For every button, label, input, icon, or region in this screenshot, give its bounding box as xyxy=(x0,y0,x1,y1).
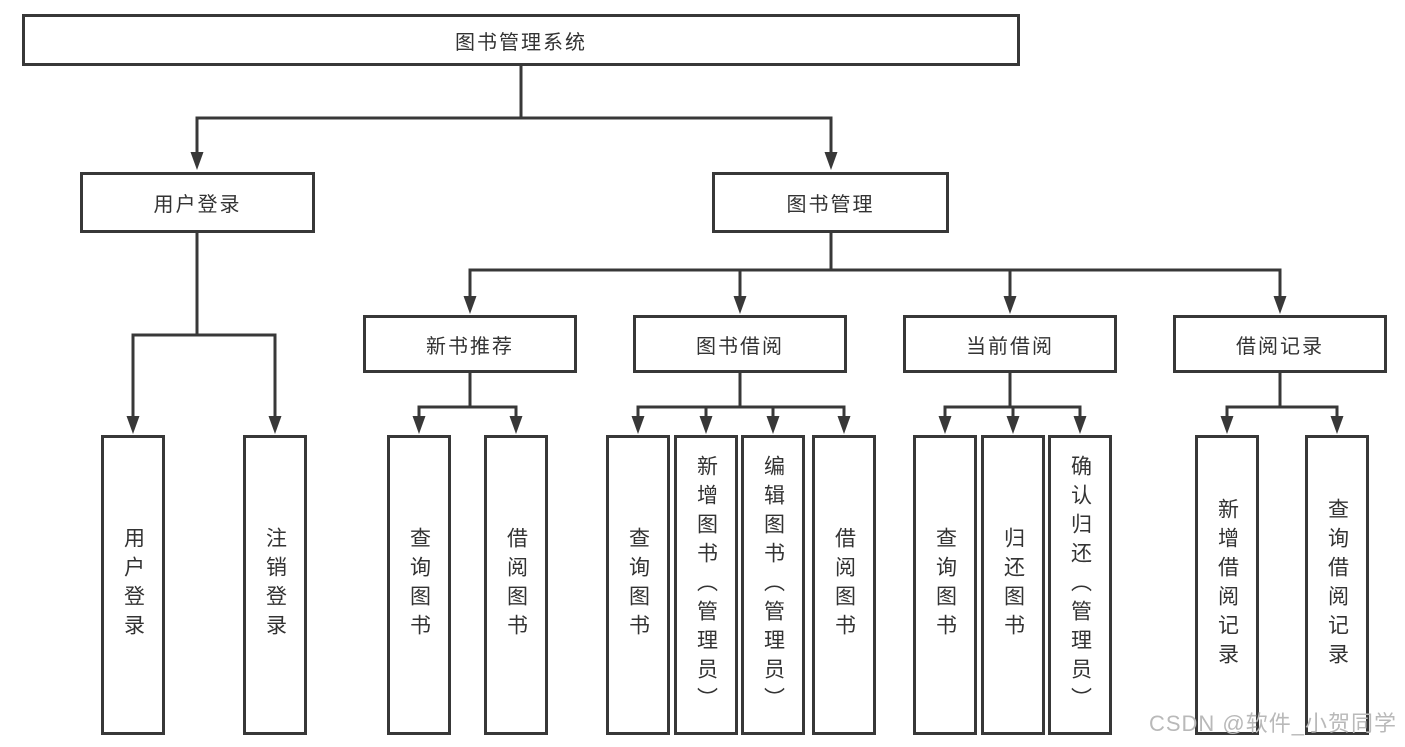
leaf-logout: 注销登录 xyxy=(243,435,307,735)
node-borrow-record: 借阅记录 xyxy=(1173,315,1387,373)
connector-current-borrow-children xyxy=(938,372,1087,434)
node-user-login: 用户登录 xyxy=(80,172,315,233)
connector-user-login-children xyxy=(126,232,282,434)
leaf-query-borrow-record: 查询借阅记录 xyxy=(1305,435,1369,735)
leaf-query-books-current: 查询图书 xyxy=(913,435,977,735)
leaf-borrow-books-recommend: 借阅图书 xyxy=(484,435,548,735)
connector-borrow-record-children xyxy=(1220,372,1344,434)
connector-new-book-recommend-children xyxy=(412,372,523,434)
node-current-borrow: 当前借阅 xyxy=(903,315,1117,373)
node-book-management: 图书管理 xyxy=(712,172,949,233)
connector-book-management-children xyxy=(463,232,1287,314)
connector-book-borrow-children xyxy=(631,372,851,434)
leaf-user-login: 用户登录 xyxy=(101,435,165,735)
leaf-add-book-admin: 新增图书（管理员） xyxy=(674,435,738,735)
leaf-query-books-borrow: 查询图书 xyxy=(606,435,670,735)
leaf-add-borrow-record: 新增借阅记录 xyxy=(1195,435,1259,735)
node-book-borrow: 图书借阅 xyxy=(633,315,847,373)
leaf-return-books: 归还图书 xyxy=(981,435,1045,735)
leaf-borrow-books: 借阅图书 xyxy=(812,435,876,735)
node-root-library-system: 图书管理系统 xyxy=(22,14,1020,66)
connector-root-to-level2 xyxy=(190,65,838,170)
node-new-book-recommend: 新书推荐 xyxy=(363,315,577,373)
leaf-query-books-recommend: 查询图书 xyxy=(387,435,451,735)
leaf-edit-book-admin: 编辑图书（管理员） xyxy=(741,435,805,735)
csdn-watermark: CSDN @软件_小贺同学 xyxy=(1148,711,1397,736)
leaf-confirm-return-admin: 确认归还（管理员） xyxy=(1048,435,1112,735)
